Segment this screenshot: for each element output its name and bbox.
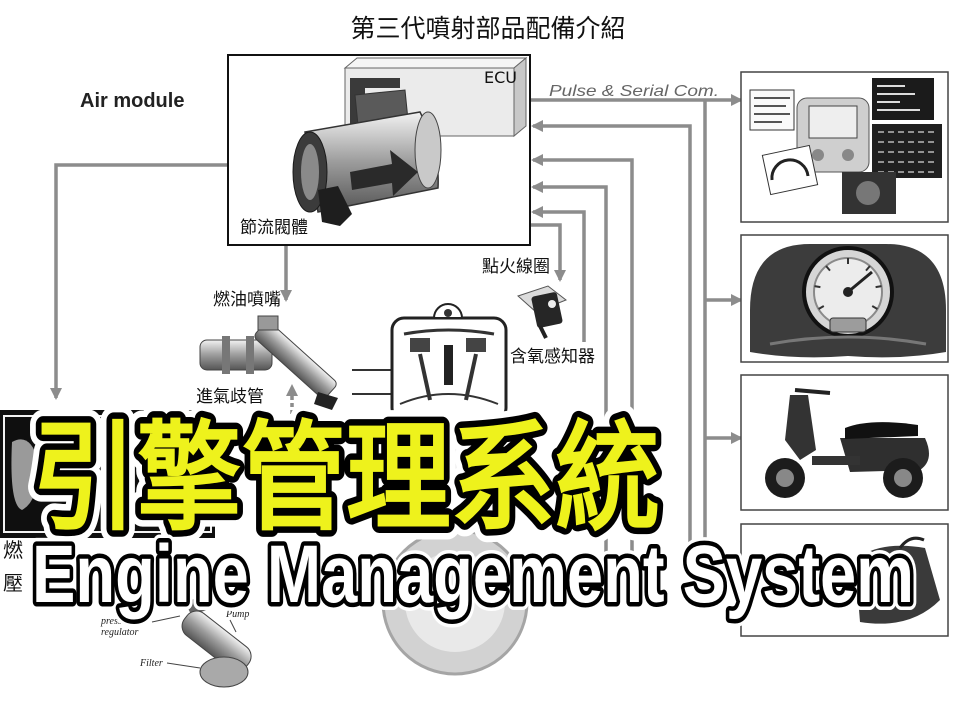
filter-label: Filter xyxy=(139,658,163,669)
ignition-coil-illustration xyxy=(518,286,566,338)
title-en: Engine Management System xyxy=(32,529,914,620)
oxygen-sensor-label: 含氧感知器 xyxy=(510,347,595,367)
left-partial-label-top: 燃 xyxy=(3,538,23,562)
title-zh: 引擎管理系統 xyxy=(32,409,660,547)
throttle-body-label: 節流閥體 xyxy=(240,218,308,238)
left-partial-label-bottom: 壓 xyxy=(3,571,23,595)
pressure-regulator-label-line2: regulator xyxy=(101,627,139,638)
air-module-label: Air module xyxy=(80,90,184,112)
fuel-injector-label: 燃油噴嘴 xyxy=(213,290,281,310)
ignition-coil-label: 點火線圈 xyxy=(482,257,550,277)
page-title: 第三代噴射部品配備介紹 xyxy=(350,14,625,43)
ecu-label: ECU xyxy=(484,68,517,87)
instrument-cluster-image xyxy=(750,244,946,357)
pulse-serial-label: Pulse & Serial Com. xyxy=(549,83,719,100)
intake-manifold-label: 進氣歧管 xyxy=(196,387,264,407)
